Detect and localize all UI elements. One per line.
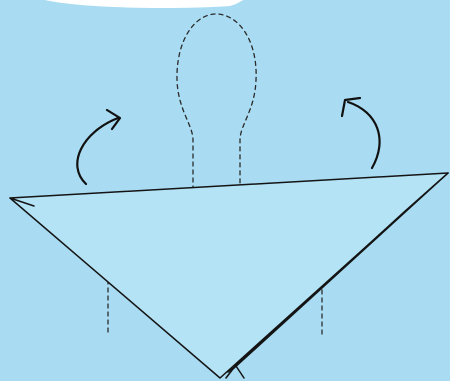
folding-diagram <box>0 0 450 381</box>
